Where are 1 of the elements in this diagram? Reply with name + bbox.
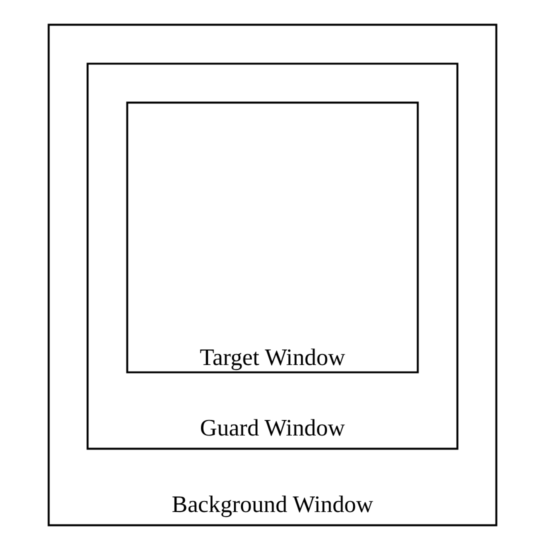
node-box: Target Window (126, 102, 418, 374)
